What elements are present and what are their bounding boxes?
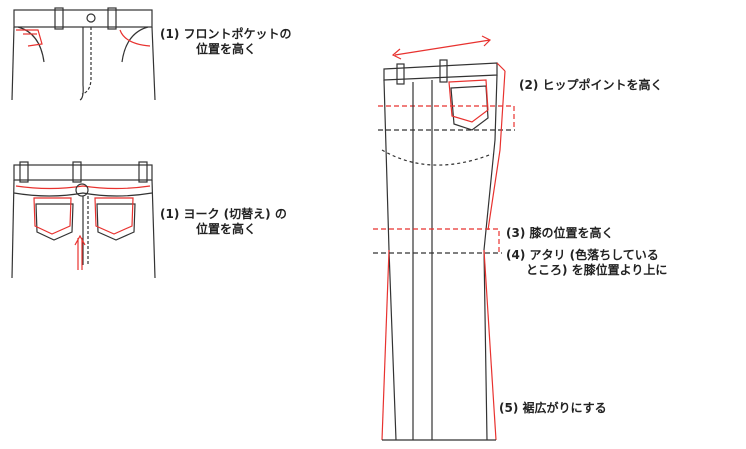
front-pocket-label-line2: 位置を高く xyxy=(196,42,257,56)
front-crotch xyxy=(79,84,84,101)
back-pocket-left-raised xyxy=(33,197,72,235)
front-waistband xyxy=(13,9,153,28)
side-right-outline xyxy=(483,74,498,441)
front-belt-loop-left xyxy=(54,7,64,30)
hem-label-text: (5) 裾広がりにする xyxy=(499,401,607,415)
front-pocket-label-line1: (1) フロントポケットの xyxy=(160,27,292,41)
yoke-label-line2: 位置を高く xyxy=(196,222,257,236)
side-left-outline-flare xyxy=(381,249,390,441)
front-jeans-view xyxy=(11,7,156,101)
side-hip-line-raised xyxy=(378,105,515,130)
front-pocket-left-orig xyxy=(17,26,45,63)
front-button xyxy=(86,13,96,23)
front-pocket-left-raised xyxy=(16,29,43,47)
atari-label-line2: ところ) を膝位置より上に xyxy=(526,263,668,277)
front-pocket-right-orig xyxy=(121,26,149,63)
back-belt-loop-center xyxy=(72,161,82,183)
side-top-arrow xyxy=(391,35,492,60)
side-right-outline-flare xyxy=(483,249,497,441)
side-right-outline-raised xyxy=(487,70,506,231)
hip-point-label-text: (2) ヒップポイントを高く xyxy=(519,78,663,92)
back-yoke-center-mark xyxy=(75,183,89,197)
hip-point-label: (2) ヒップポイントを高く xyxy=(519,78,663,93)
atari-label-line1: (4) アタリ (色落ちしている xyxy=(506,248,659,262)
side-knee-line-raised xyxy=(373,228,500,253)
back-yoke-orig xyxy=(13,192,153,197)
side-jeans-view xyxy=(373,35,515,441)
back-belt-loop-right xyxy=(138,161,148,183)
front-left-outseam xyxy=(11,26,15,101)
back-pocket-right-raised xyxy=(94,197,134,235)
back-left-outseam xyxy=(11,179,15,279)
back-jeans-view xyxy=(11,161,156,279)
back-belt-loop-left xyxy=(19,161,29,183)
front-pocket-label: (1) フロントポケットの 位置を高く xyxy=(160,27,292,57)
front-belt-loop-right xyxy=(107,7,117,30)
atari-label: (4) アタリ (色落ちしている ところ) を膝位置より上に xyxy=(506,248,667,278)
side-back-pocket xyxy=(450,85,489,131)
side-seat-curve xyxy=(381,149,493,166)
back-raise-arrow xyxy=(74,234,86,270)
yoke-label: (1) ヨーク (切替え) の 位置を高く xyxy=(160,207,287,237)
side-back-pocket-raised xyxy=(448,79,489,123)
side-waistband-raised xyxy=(496,62,506,72)
hem-label: (5) 裾広がりにする xyxy=(499,401,607,416)
back-yoke-raised xyxy=(15,185,151,190)
side-belt-loop-left xyxy=(396,63,405,85)
side-left-outline xyxy=(383,79,397,441)
side-belt-loop-right xyxy=(439,59,448,83)
back-pocket-right xyxy=(96,203,136,241)
back-right-outseam xyxy=(151,179,156,279)
back-waistband xyxy=(13,164,153,181)
front-right-outseam xyxy=(151,26,156,101)
knee-label-text: (3) 膝の位置を高く xyxy=(506,226,614,240)
back-pocket-left xyxy=(35,203,74,241)
front-fly-stitch xyxy=(81,27,92,95)
knee-label: (3) 膝の位置を高く xyxy=(506,226,614,241)
front-pocket-right-raised xyxy=(119,29,151,47)
yoke-label-line1: (1) ヨーク (切替え) の xyxy=(160,207,287,221)
